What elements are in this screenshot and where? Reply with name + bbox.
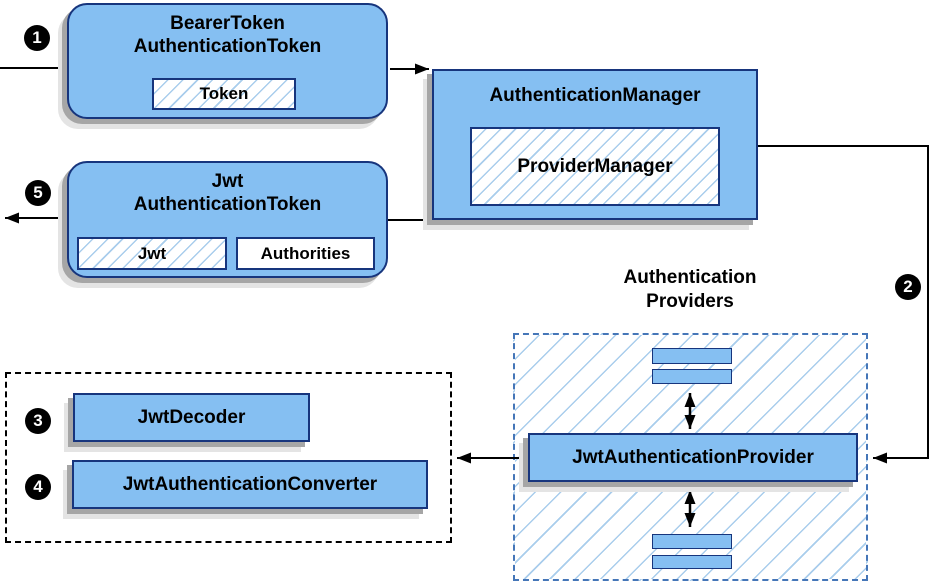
token-field: Token xyxy=(152,78,296,110)
step-3-number: 3 xyxy=(33,411,43,430)
bearer-token-title-line2: AuthenticationToken xyxy=(133,36,322,57)
token-field-label: Token xyxy=(199,84,249,103)
step-5-number: 5 xyxy=(33,183,43,202)
provider-stack-bar-top-1 xyxy=(652,348,732,364)
bearer-token-title-line1: BearerToken xyxy=(170,13,285,34)
jwt-authentication-converter-label: JwtAuthenticationConverter xyxy=(122,473,378,495)
authorities-field-label: Authorities xyxy=(260,243,351,263)
step-4-number: 4 xyxy=(33,477,43,496)
provider-stack-bar-bottom-2 xyxy=(652,555,732,569)
bearer-token-title: BearerToken AuthenticationToken xyxy=(69,5,386,58)
providers-label-line2: Providers xyxy=(646,291,734,312)
jwt-authentication-provider-label: JwtAuthenticationProvider xyxy=(572,446,814,468)
authentication-manager-title: AuthenticationManager xyxy=(489,85,701,106)
step-2-badge: 2 xyxy=(895,274,921,300)
providers-label-line1: Authentication xyxy=(623,267,757,288)
jwt-token-title: Jwt AuthenticationToken xyxy=(69,163,386,216)
step-1-number: 1 xyxy=(32,28,42,47)
step-5-badge: 5 xyxy=(25,180,51,206)
jwt-authentication-converter-node: JwtAuthenticationConverter xyxy=(72,460,428,509)
jwt-authentication-provider-node: JwtAuthenticationProvider xyxy=(528,433,858,482)
provider-stack-bar-top-2 xyxy=(652,369,732,384)
jwt-field: Jwt xyxy=(77,237,227,270)
step-3-badge: 3 xyxy=(25,408,51,434)
jwt-token-title-line2: AuthenticationToken xyxy=(133,194,322,215)
jwt-field-label: Jwt xyxy=(137,243,167,263)
step-1-badge: 1 xyxy=(24,25,50,51)
jwt-decoder-node: JwtDecoder xyxy=(73,393,310,442)
step-4-badge: 4 xyxy=(25,474,51,500)
provider-manager-field: ProviderManager xyxy=(470,127,720,206)
authentication-providers-label: Authentication Providers xyxy=(588,266,792,314)
authorities-field: Authorities xyxy=(236,237,375,270)
jwt-token-title-line1: Jwt xyxy=(211,171,244,192)
step-2-number: 2 xyxy=(903,277,913,296)
provider-manager-label: ProviderManager xyxy=(517,155,673,177)
jwt-decoder-label: JwtDecoder xyxy=(137,406,246,428)
provider-stack-bar-bottom-1 xyxy=(652,534,732,549)
